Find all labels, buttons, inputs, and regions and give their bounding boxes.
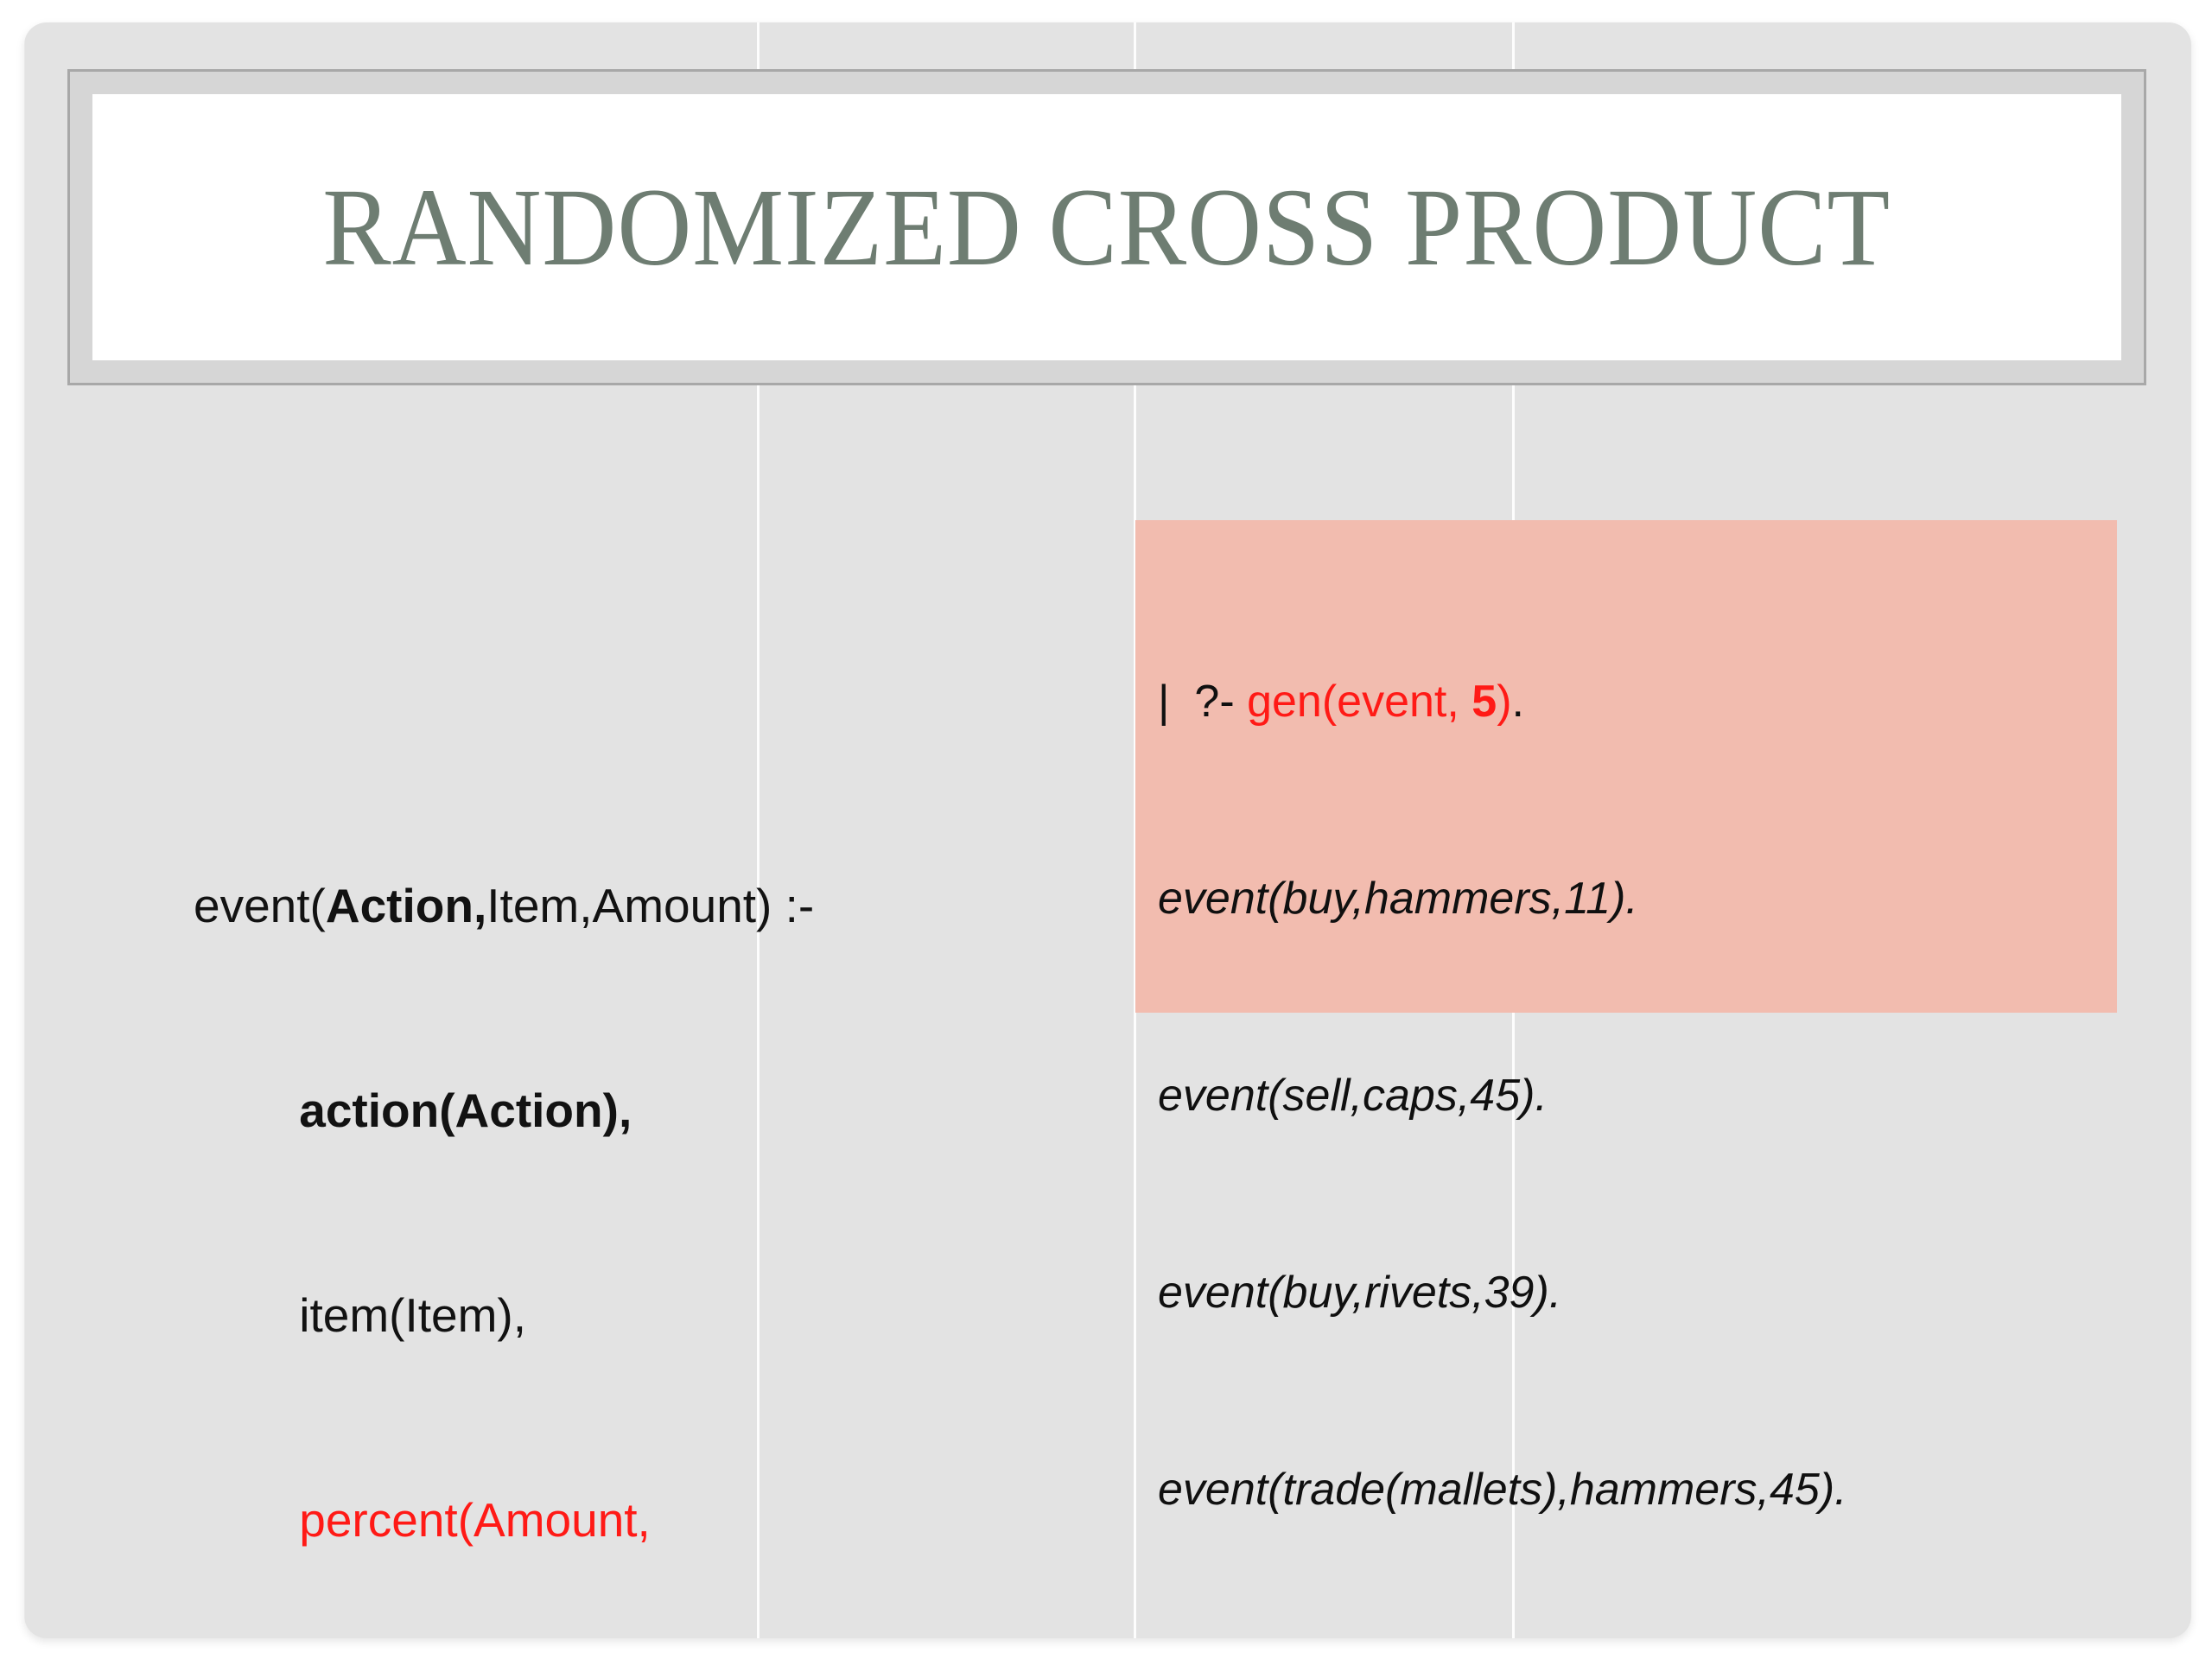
console-text: | ?- gen(event, 5). event(buy,hammers,11… [1158,537,2107,1638]
prolog-source-column: event(Action,Item,Amount) :- action(Acti… [194,531,1109,1638]
background-guide-line-2 [1134,22,1136,1638]
rule-event-line-4: percent(Amount, [194,1486,1109,1554]
console-query-count: 5 [1471,677,1497,727]
console-output-line: event(buy,hammers,11). [1158,874,1638,924]
background-guide-line-1 [757,22,760,1638]
rule-event-head-post: Item,Amount) :- [486,879,815,932]
rule-event-goal-item: item(Item), [299,1288,527,1342]
console-prompt: | ?- [1158,677,1248,727]
rule-event-line-3: item(Item), [194,1281,1109,1350]
console-query-period: . [1511,677,1524,727]
rule-event-goal-percent: percent(Amount, [299,1493,651,1547]
title-frame: Randomized Cross Product [67,69,2146,385]
rule-event-line-1: event(Action,Item,Amount) :- [194,872,1109,940]
rule-event-head-pre: event( [194,879,326,932]
rule-event-head-bold: Action, [325,879,487,932]
console-query-call: gen(event, [1247,677,1472,727]
page-title: Randomized Cross Product [322,166,1891,289]
console-query-line: | ?- gen(event, 5). [1158,669,2107,734]
slide-canvas: Randomized Cross Product event(Action,It… [24,22,2191,1638]
rule-event-goal-action: action(Action), [299,1084,632,1137]
console-query-close: ) [1497,677,1512,727]
rule-event-line-2: action(Action), [194,1077,1109,1145]
console-output-line: event(sell,caps,45). [1158,1071,1548,1121]
console-output-line: event(buy,rivets,39). [1158,1268,1562,1318]
rule-event: event(Action,Item,Amount) :- action(Acti… [194,735,1109,1638]
console-output-panel: | ?- gen(event, 5). event(buy,hammers,11… [1135,520,2117,1515]
title-inner-panel: Randomized Cross Product [92,94,2121,360]
console-output-line: event(trade(mallets),hammers,45). [1158,1465,1847,1515]
